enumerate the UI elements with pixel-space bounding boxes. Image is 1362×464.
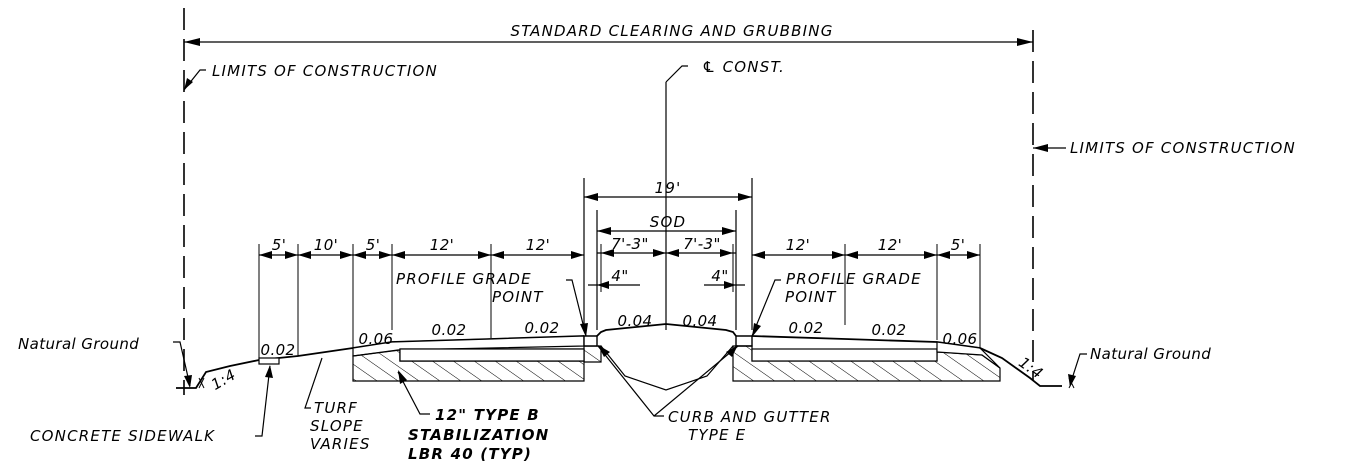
stab-line3: LBR 40 (TYP) — [408, 445, 532, 463]
pgp-right-line2: POINT — [785, 288, 837, 306]
stab-line2: STABILIZATION — [408, 426, 549, 444]
slope-median-left: 0.04 — [618, 312, 653, 330]
concrete-sidewalk-shape — [258, 357, 280, 365]
clearing-label: STANDARD CLEARING AND GRUBBING — [510, 22, 833, 40]
stab-arrow — [398, 370, 407, 384]
dim-median-right: 7'-3" — [683, 235, 721, 253]
curb-arrow-left — [598, 345, 610, 357]
sod-dimension — [596, 210, 737, 330]
pgp-left-line2: POINT — [492, 288, 544, 306]
curb-line2: TYPE E — [688, 426, 746, 444]
dim-median-left: 7'-3" — [611, 235, 649, 253]
concrete-sidewalk-label: CONCRETE SIDEWALK — [30, 427, 215, 445]
concrete-sidewalk-leader — [255, 365, 271, 437]
slope-left-lane-outer: 0.02 — [432, 321, 467, 339]
dim-gutter-right: 4" — [711, 267, 728, 285]
curb-line1: CURB AND GUTTER — [668, 408, 832, 426]
turf-line3: VARIES — [310, 435, 371, 453]
natural-ground-right-leader — [1069, 353, 1087, 386]
pgp-right-line1: PROFILE GRADE — [786, 270, 922, 288]
dim-left-10: 10' — [314, 236, 338, 254]
dim-right-12b: 12' — [878, 236, 902, 254]
left-ground-profile — [176, 347, 354, 389]
dim-left-12a: 12' — [430, 236, 454, 254]
pgp-left-line1: PROFILE GRADE — [396, 270, 532, 288]
gutter-dimensions — [588, 281, 745, 289]
curb-arrow-right — [726, 345, 738, 357]
right-pavement-structure — [751, 348, 938, 362]
dim-left-12b: 12' — [526, 236, 550, 254]
left-curb — [583, 335, 598, 347]
turf-line1: TURF — [314, 399, 358, 417]
median-19-label: 19' — [655, 179, 682, 197]
natural-ground-left-leader — [173, 341, 191, 387]
curb-leader-left — [597, 345, 664, 417]
natural-ground-right-arrow — [1068, 374, 1076, 387]
side-slope-right: 1:4 — [1015, 353, 1046, 382]
turf-line2: SLOPE — [310, 417, 364, 435]
median-curb-subgrade — [600, 345, 734, 391]
median-surface — [596, 323, 737, 337]
dim-right-12a: 12' — [786, 236, 810, 254]
slope-median-right: 0.04 — [683, 312, 718, 330]
slope-right-shoulder: 0.06 — [943, 330, 978, 348]
right-curb — [735, 335, 753, 347]
limits-left-leader — [183, 69, 206, 91]
slope-left-lane-inner: 0.02 — [525, 319, 560, 337]
natural-ground-right-label: Natural Ground — [1090, 345, 1211, 363]
slope-right-lane-outer: 0.02 — [872, 321, 907, 339]
natural-ground-left-arrow — [184, 375, 192, 388]
centerline-leader — [665, 65, 688, 83]
dim-gutter-left: 4" — [611, 267, 628, 285]
limits-left-label: LIMITS OF CONSTRUCTION — [212, 62, 438, 80]
median-19-dimension — [583, 178, 753, 330]
right-shoulder-base — [936, 341, 1001, 369]
pgp-left-arrow — [580, 323, 588, 337]
slope-right-lane-inner: 0.02 — [789, 319, 824, 337]
dim-left-5a: 5' — [272, 236, 286, 254]
slope-left-sidewalk: 0.02 — [261, 341, 296, 359]
stab-leader — [397, 371, 430, 415]
stab-line1: 12" TYPE B — [435, 406, 540, 424]
pgp-left-leader — [566, 279, 587, 337]
dim-left-5b: 5' — [366, 236, 380, 254]
pgp-right-arrow — [752, 323, 761, 337]
left-pavement-cover — [399, 348, 585, 362]
left-dimension-chain — [258, 244, 584, 360]
sod-label: SOD — [650, 213, 686, 231]
natural-ground-left-label: Natural Ground — [18, 335, 139, 353]
right-ground-profile — [979, 347, 1062, 387]
right-dimension-chain — [752, 244, 981, 350]
clearing-dimension — [184, 38, 1033, 46]
limits-right-leader — [1033, 144, 1066, 152]
dim-right-5: 5' — [951, 236, 965, 254]
limits-right-label: LIMITS OF CONSTRUCTION — [1070, 139, 1296, 157]
concrete-sidewalk-arrow — [265, 365, 273, 378]
pgp-right-leader — [751, 279, 781, 337]
slope-left-shoulder: 0.06 — [359, 330, 394, 348]
centerline-label: ℄ CONST. — [702, 58, 785, 76]
curb-leader-right — [653, 345, 739, 417]
turf-leader — [304, 357, 323, 409]
